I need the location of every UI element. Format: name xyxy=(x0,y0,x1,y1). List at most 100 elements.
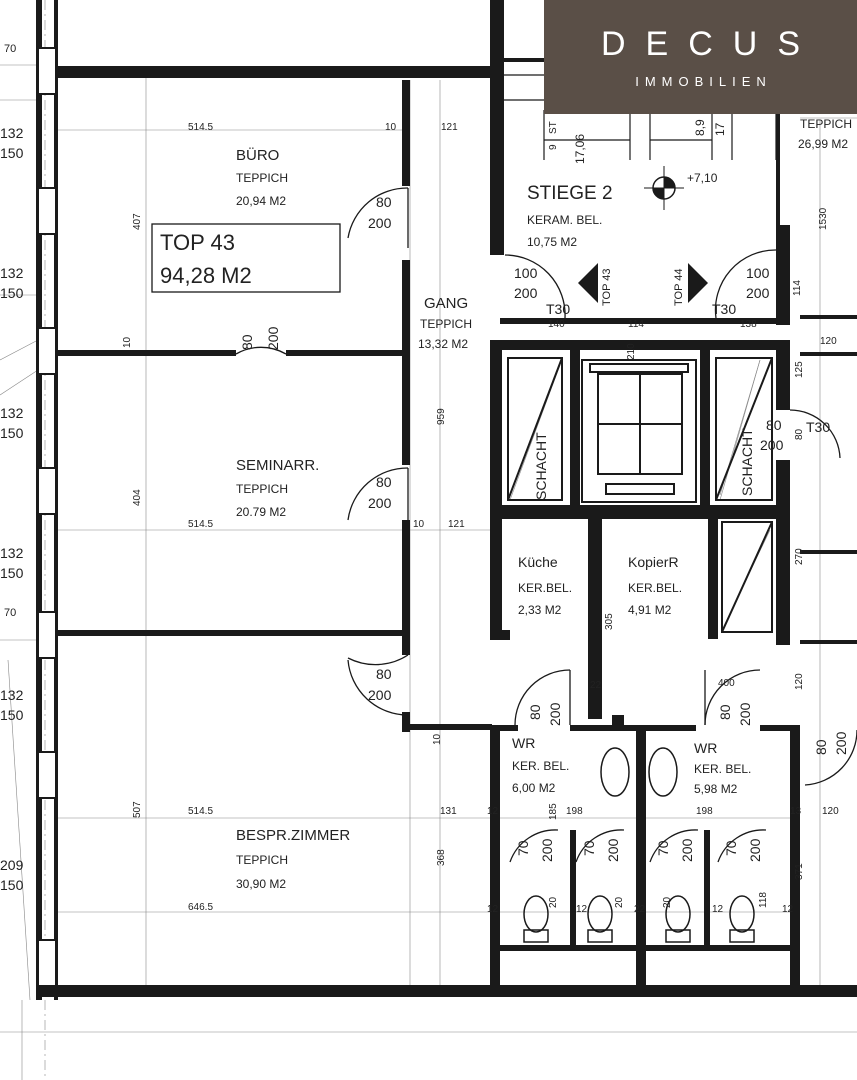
svg-text:368: 368 xyxy=(436,849,447,866)
svg-text:70: 70 xyxy=(515,840,531,856)
svg-text:200: 200 xyxy=(368,687,392,703)
svg-text:T30: T30 xyxy=(712,301,736,317)
room-stiege-floor: KERAM. BEL. xyxy=(527,213,602,227)
svg-text:120: 120 xyxy=(820,336,837,347)
svg-text:80: 80 xyxy=(376,474,392,490)
room-kueche-floor: KER.BEL. xyxy=(518,581,572,595)
svg-text:100: 100 xyxy=(514,265,538,281)
svg-text:150: 150 xyxy=(0,285,24,301)
left-edge-dimensions: 70 132 150 132 150 132 150 132 150 70 13… xyxy=(0,43,24,893)
svg-text:132: 132 xyxy=(0,125,24,141)
sink-icon-2 xyxy=(648,747,678,797)
svg-text:125: 125 xyxy=(794,361,805,378)
svg-text:200: 200 xyxy=(679,838,695,862)
room-gang-area: 13,32 M2 xyxy=(418,337,468,351)
svg-text:80: 80 xyxy=(794,428,805,440)
room-kopier-area: 4,91 M2 xyxy=(628,603,672,617)
svg-text:70: 70 xyxy=(723,840,739,856)
svg-text:200: 200 xyxy=(605,838,621,862)
svg-text:12: 12 xyxy=(576,904,588,915)
svg-text:198: 198 xyxy=(696,806,713,817)
svg-text:200: 200 xyxy=(265,326,281,350)
svg-text:646.5: 646.5 xyxy=(188,902,213,913)
svg-text:T30: T30 xyxy=(806,419,830,435)
room-kueche-name: Küche xyxy=(518,554,558,570)
stair-label-top43: TOP 43 xyxy=(601,268,613,306)
door-labels: 80 200 80 200 80 200 80 200 100 200 100 … xyxy=(239,194,849,862)
svg-text:20: 20 xyxy=(548,896,559,908)
svg-text:132: 132 xyxy=(0,265,24,281)
room-seminar-floor: TEPPICH xyxy=(236,482,288,496)
room-wr2-name: WR xyxy=(694,740,717,756)
shafts xyxy=(507,357,773,633)
svg-text:150: 150 xyxy=(0,877,24,893)
svg-text:114: 114 xyxy=(628,319,644,330)
svg-text:80: 80 xyxy=(376,666,392,682)
svg-text:12: 12 xyxy=(487,904,499,915)
svg-text:70: 70 xyxy=(4,607,16,619)
svg-text:200: 200 xyxy=(368,215,392,231)
svg-text:200: 200 xyxy=(746,285,770,301)
svg-text:132: 132 xyxy=(0,405,24,421)
svg-text:200: 200 xyxy=(539,838,555,862)
svg-text:ST: ST xyxy=(548,121,559,134)
dimension-labels: 514.5 10 121 407 10 404 514.5 10 121 959… xyxy=(122,119,839,915)
svg-text:514.5: 514.5 xyxy=(188,122,213,133)
room-kueche-area: 2,33 M2 xyxy=(518,603,562,617)
room-bespr-floor: TEPPICH xyxy=(236,853,288,867)
svg-text:10: 10 xyxy=(385,122,397,133)
room-kopier-name: KopierR xyxy=(628,554,679,570)
svg-text:132: 132 xyxy=(0,545,24,561)
toilet-icon xyxy=(523,895,549,933)
svg-text:200: 200 xyxy=(514,285,538,301)
room-gang-name: GANG xyxy=(424,295,468,312)
svg-text:80: 80 xyxy=(239,334,255,350)
room-kopier-floor: KER.BEL. xyxy=(628,581,682,595)
svg-text:198: 198 xyxy=(566,806,583,817)
svg-text:70: 70 xyxy=(655,840,671,856)
sanitary-fixtures xyxy=(523,747,755,943)
sink-icon xyxy=(600,747,630,797)
svg-text:80: 80 xyxy=(813,739,829,755)
svg-text:200: 200 xyxy=(833,731,849,755)
stairs xyxy=(504,74,777,160)
svg-text:9: 9 xyxy=(548,144,559,150)
facade-windows xyxy=(37,47,57,987)
svg-text:140: 140 xyxy=(548,319,565,330)
svg-text:200: 200 xyxy=(760,437,784,453)
logo-brand: DECUS xyxy=(600,25,821,63)
svg-text:305: 305 xyxy=(604,613,615,630)
svg-text:70: 70 xyxy=(581,840,597,856)
svg-text:12: 12 xyxy=(487,806,499,817)
unit-name: TOP 43 xyxy=(160,230,235,255)
room-east-area: 26,99 M2 xyxy=(798,137,848,151)
svg-text:200: 200 xyxy=(547,702,563,726)
svg-text:404: 404 xyxy=(132,489,143,506)
stair-label-top44: TOP 44 xyxy=(673,268,685,306)
svg-text:507: 507 xyxy=(132,801,143,818)
svg-text:70: 70 xyxy=(4,43,16,55)
room-stiege-name: STIEGE 2 xyxy=(527,183,613,204)
svg-text:209: 209 xyxy=(0,857,24,873)
svg-text:120: 120 xyxy=(822,806,839,817)
svg-text:80: 80 xyxy=(376,194,392,210)
svg-text:185: 185 xyxy=(548,803,559,820)
door-swings xyxy=(235,187,857,863)
stair-arrow-right-icon xyxy=(688,263,708,303)
svg-text:371: 371 xyxy=(794,863,805,880)
level-mark: +7,10 xyxy=(687,171,718,185)
svg-text:150: 150 xyxy=(0,707,24,723)
svg-text:959: 959 xyxy=(436,408,447,425)
stair-arrow-left-icon xyxy=(578,263,598,303)
room-gang-floor: TEPPICH xyxy=(420,317,472,331)
svg-text:514.5: 514.5 xyxy=(188,806,213,817)
svg-text:20: 20 xyxy=(614,896,625,908)
svg-text:120: 120 xyxy=(794,673,805,690)
logo-tagline: IMMOBILIEN xyxy=(635,74,772,89)
svg-text:150: 150 xyxy=(0,565,24,581)
svg-text:514.5: 514.5 xyxy=(188,519,213,530)
toilet-icon-4 xyxy=(729,895,755,933)
svg-text:210: 210 xyxy=(626,343,637,360)
